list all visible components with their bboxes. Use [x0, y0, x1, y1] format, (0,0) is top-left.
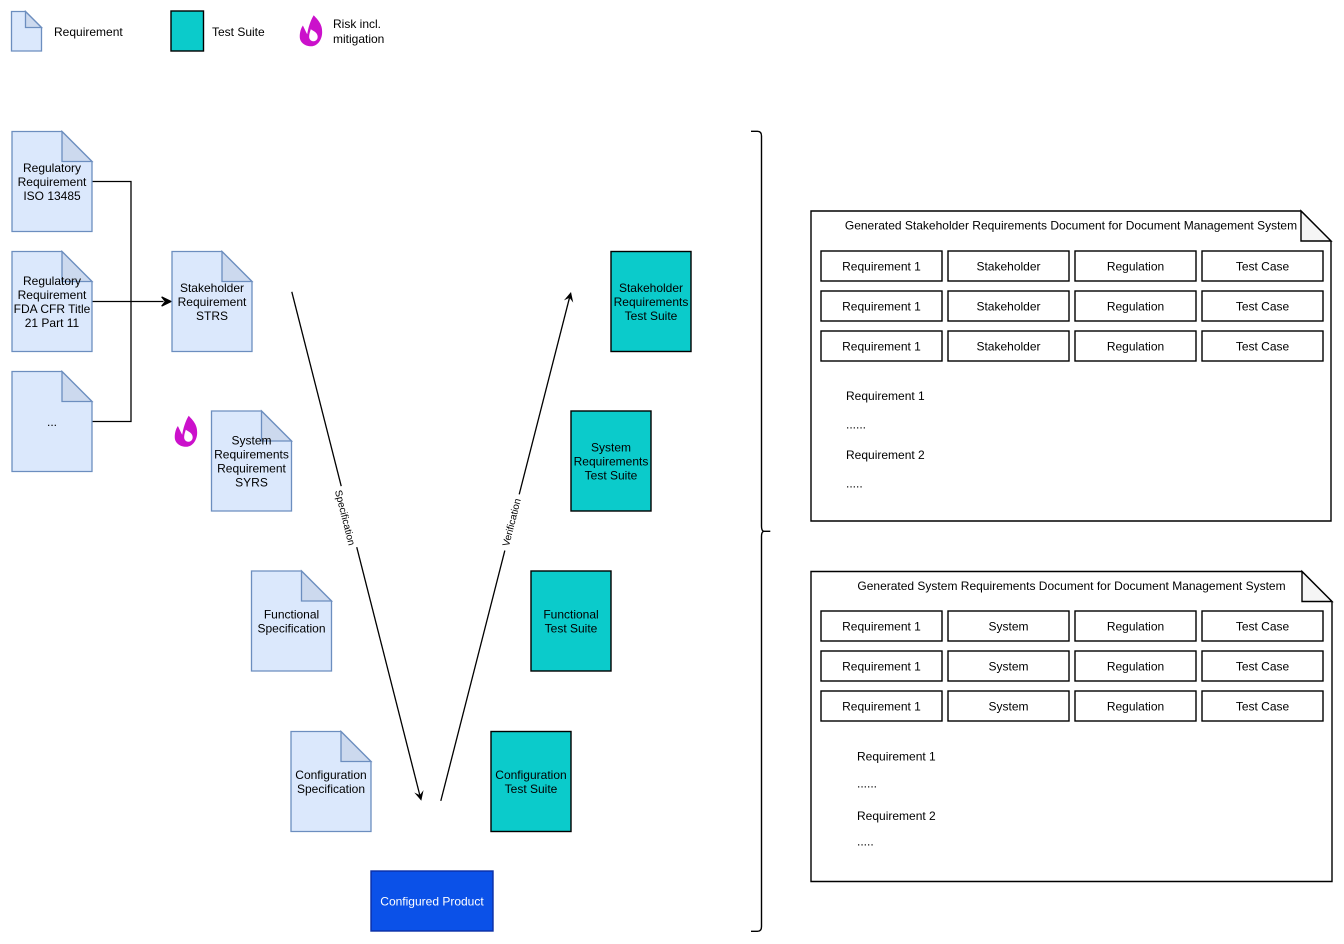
svg-text:Functional: Functional: [264, 607, 319, 621]
svg-text:Requirement 1: Requirement 1: [842, 299, 921, 313]
svg-text:Requirement 1: Requirement 1: [842, 259, 921, 273]
svg-text:......: ......: [857, 777, 877, 791]
svg-text:Regulation: Regulation: [1107, 619, 1164, 633]
svg-text:FDA CFR Title: FDA CFR Title: [14, 302, 91, 316]
svg-text:Generated System Requirements: Generated System Requirements Document f…: [857, 579, 1285, 593]
svg-text:Regulation: Regulation: [1107, 299, 1164, 313]
svg-text:Test Case: Test Case: [1236, 299, 1290, 313]
svg-text:...: ...: [47, 415, 57, 429]
svg-text:Requirement: Requirement: [178, 295, 247, 309]
svg-text:Functional: Functional: [543, 607, 598, 621]
svg-text:Verification: Verification: [501, 498, 524, 548]
svg-text:Stakeholder: Stakeholder: [976, 259, 1040, 273]
svg-text:Specification: Specification: [257, 621, 325, 635]
svg-text:Requirements: Requirements: [614, 295, 689, 309]
svg-text:Generated Stakeholder Requirem: Generated Stakeholder Requirements Docum…: [845, 218, 1297, 232]
svg-text:.....: .....: [846, 477, 863, 491]
svg-text:......: ......: [846, 418, 866, 432]
svg-text:Requirement 1: Requirement 1: [846, 389, 925, 403]
svg-text:Requirement 1: Requirement 1: [842, 659, 921, 673]
svg-text:21 Part 11: 21 Part 11: [25, 316, 80, 330]
svg-text:Requirements: Requirements: [214, 447, 289, 461]
svg-text:Test Suite: Test Suite: [625, 309, 678, 323]
svg-text:Regulation: Regulation: [1107, 659, 1164, 673]
svg-text:Regulation: Regulation: [1107, 699, 1164, 713]
svg-text:Requirement: Requirement: [18, 288, 87, 302]
svg-text:Test Case: Test Case: [1236, 659, 1290, 673]
svg-text:Configured Product: Configured Product: [380, 894, 484, 908]
svg-text:Test Suite: Test Suite: [505, 782, 558, 796]
svg-text:Regulation: Regulation: [1107, 339, 1164, 353]
svg-text:mitigation: mitigation: [333, 32, 384, 46]
svg-text:Risk incl.: Risk incl.: [333, 17, 381, 31]
svg-text:System: System: [988, 659, 1028, 673]
svg-text:Configuration: Configuration: [295, 768, 366, 782]
svg-text:Requirement 1: Requirement 1: [857, 750, 936, 764]
svg-text:Configuration: Configuration: [495, 768, 566, 782]
svg-text:Stakeholder: Stakeholder: [976, 299, 1040, 313]
svg-text:Regulatory: Regulatory: [23, 274, 81, 288]
svg-text:Requirement 1: Requirement 1: [842, 699, 921, 713]
svg-text:Stakeholder: Stakeholder: [180, 281, 244, 295]
svg-text:Test Case: Test Case: [1236, 259, 1290, 273]
svg-text:System: System: [591, 440, 631, 454]
svg-text:Specification: Specification: [297, 782, 365, 796]
svg-text:Test Suite: Test Suite: [212, 25, 265, 39]
svg-text:System: System: [988, 619, 1028, 633]
svg-text:Requirement: Requirement: [54, 25, 123, 39]
svg-text:Specification: Specification: [332, 489, 357, 547]
svg-text:Test Case: Test Case: [1236, 699, 1290, 713]
svg-text:System: System: [231, 433, 271, 447]
svg-text:Stakeholder: Stakeholder: [619, 281, 683, 295]
svg-text:STRS: STRS: [196, 309, 228, 323]
svg-text:Requirement: Requirement: [18, 175, 87, 189]
svg-text:Test Suite: Test Suite: [545, 621, 598, 635]
svg-text:Test Case: Test Case: [1236, 619, 1290, 633]
svg-text:Requirement 2: Requirement 2: [857, 809, 936, 823]
svg-text:Test Suite: Test Suite: [585, 468, 638, 482]
svg-text:.....: .....: [857, 835, 874, 849]
svg-text:Requirement 1: Requirement 1: [842, 619, 921, 633]
svg-text:Regulation: Regulation: [1107, 259, 1164, 273]
svg-text:Regulatory: Regulatory: [23, 161, 81, 175]
svg-text:Requirements: Requirements: [574, 454, 649, 468]
svg-text:SYRS: SYRS: [235, 475, 268, 489]
svg-text:Requirement 2: Requirement 2: [846, 448, 925, 462]
svg-text:Requirement 1: Requirement 1: [842, 339, 921, 353]
svg-text:Stakeholder: Stakeholder: [976, 339, 1040, 353]
svg-text:Test Case: Test Case: [1236, 339, 1290, 353]
svg-text:System: System: [988, 699, 1028, 713]
svg-text:ISO 13485: ISO 13485: [23, 189, 81, 203]
svg-text:Requirement: Requirement: [217, 461, 286, 475]
